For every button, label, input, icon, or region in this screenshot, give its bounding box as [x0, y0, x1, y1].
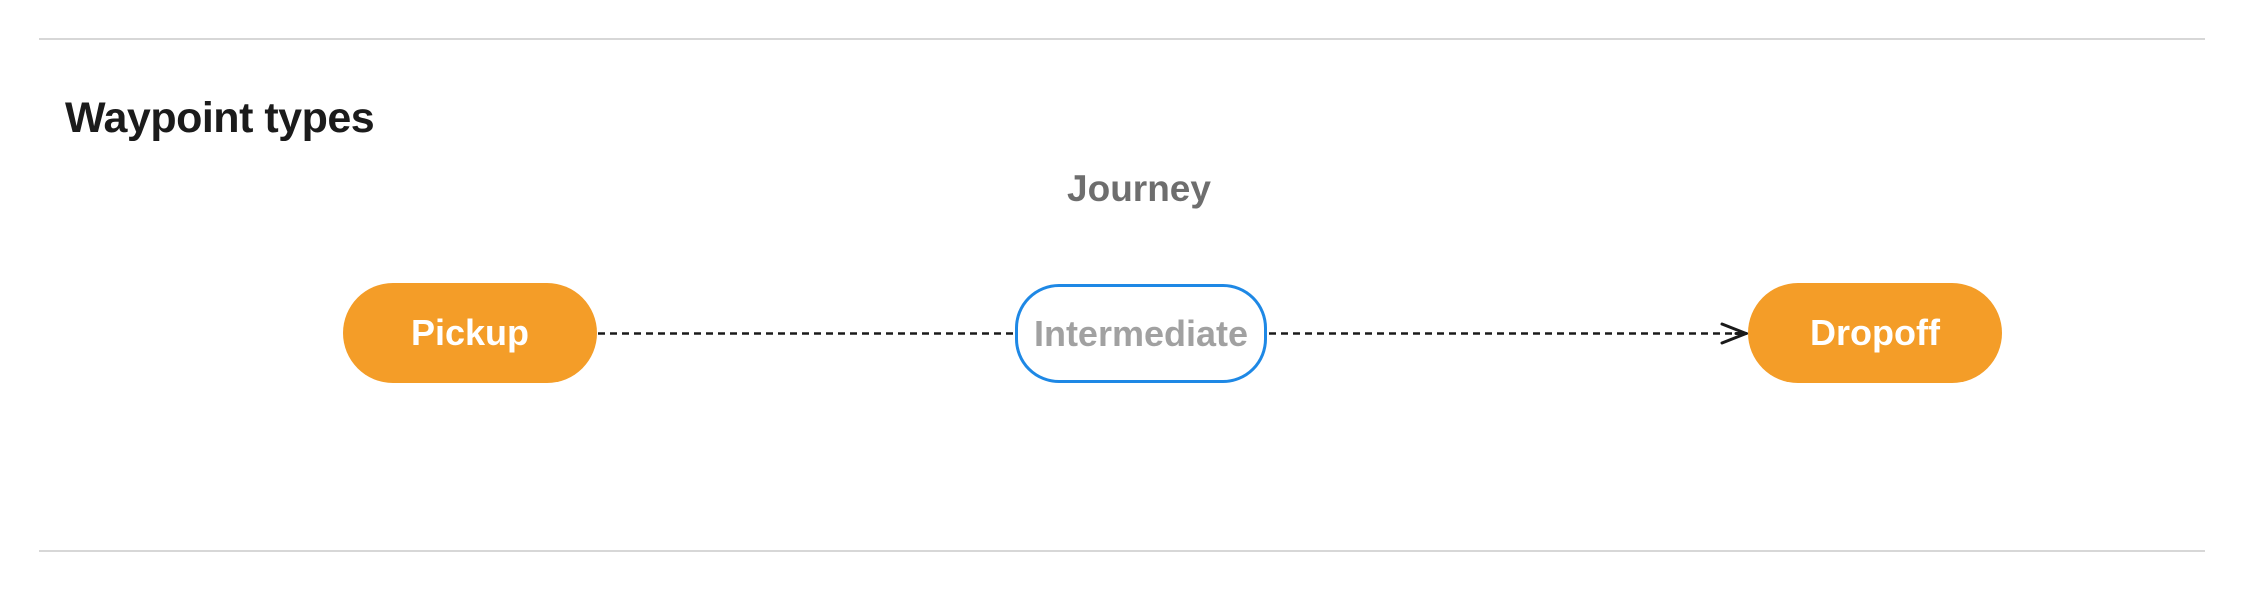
- arrowhead-icon: [1720, 322, 1751, 345]
- top-divider: [39, 38, 2205, 40]
- node-pickup-label: Pickup: [410, 312, 530, 353]
- node-dropoff-label: Dropoff: [1810, 312, 1940, 353]
- node-pickup: Pickup: [343, 283, 597, 383]
- node-intermediate-label: Intermediate: [1033, 312, 1249, 354]
- node-dropoff: Dropoff: [1748, 283, 2002, 383]
- journey-group-label: Journey: [1067, 168, 1211, 209]
- node-intermediate: Intermediate: [1015, 284, 1267, 383]
- page-title: Waypoint types: [65, 93, 375, 142]
- bottom-divider: [39, 550, 2205, 552]
